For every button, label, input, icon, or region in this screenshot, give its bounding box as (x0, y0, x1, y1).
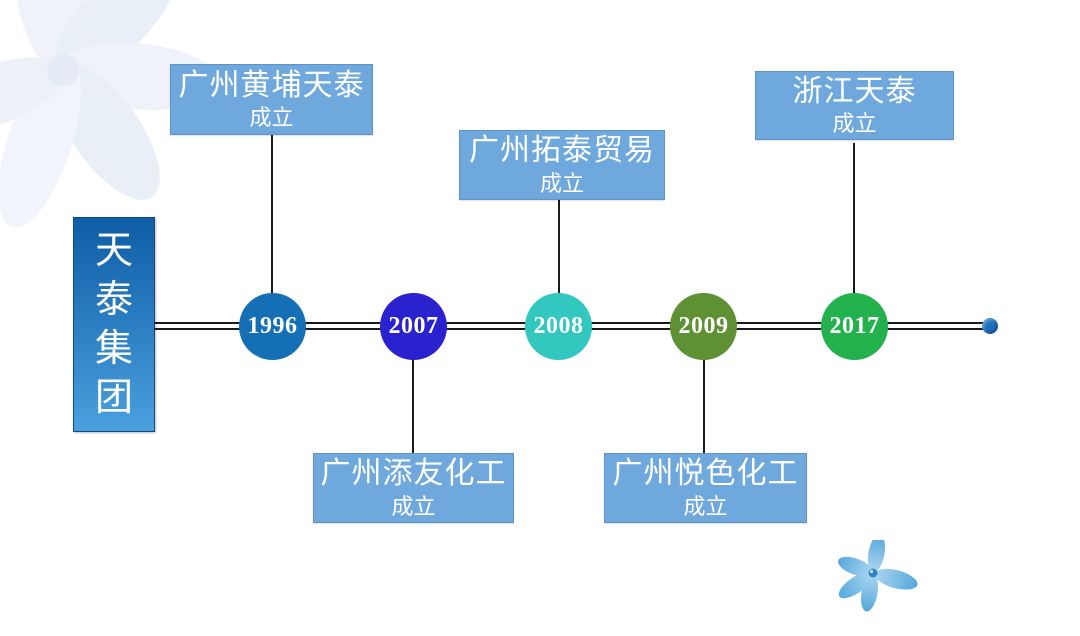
milestone-sublabel: 成立 (391, 493, 436, 519)
milestone-year: 1996 (247, 313, 298, 339)
connector-line-1996 (271, 135, 273, 293)
milestone-year: 2008 (533, 313, 584, 339)
milestone-circle-2007: 2007 (380, 293, 447, 360)
milestone-circle-2009: 2009 (670, 293, 737, 360)
milestone-label: 广州拓泰贸易 (469, 134, 655, 168)
connector-line-2009 (703, 359, 705, 453)
milestone-label: 广州添友化工 (320, 457, 507, 491)
milestone-year: 2007 (388, 313, 439, 339)
group-name-text: 天泰集团 (94, 230, 133, 419)
milestone-sublabel: 成立 (832, 111, 877, 137)
milestone-year: 2009 (678, 313, 729, 339)
milestone-circle-1996: 1996 (239, 293, 306, 360)
connector-line-2017 (853, 143, 855, 293)
connector-line-2008 (558, 200, 560, 293)
milestone-label-box-2009: 广州悦色化工 成立 (604, 453, 807, 523)
milestone-label-box-2017: 浙江天泰 成立 (755, 71, 954, 140)
watercolor-flower-bottom-right-icon (838, 540, 918, 612)
milestone-label-box-2007: 广州添友化工 成立 (313, 453, 514, 523)
group-name-block: 天泰集团 (73, 217, 155, 432)
connector-line-2007 (412, 359, 414, 453)
milestone-sublabel: 成立 (683, 493, 728, 519)
milestone-year: 2017 (829, 313, 880, 339)
milestone-circle-2017: 2017 (821, 293, 888, 360)
milestone-circle-2008: 2008 (525, 293, 592, 360)
milestone-sublabel: 成立 (249, 105, 294, 131)
milestone-label: 广州黄埔天泰 (178, 68, 365, 102)
milestone-label-box-1996: 广州黄埔天泰 成立 (170, 64, 373, 135)
milestone-label: 广州悦色化工 (612, 457, 799, 491)
milestone-sublabel: 成立 (539, 170, 584, 196)
timeline-end-dot (982, 318, 998, 334)
milestone-label-box-2008: 广州拓泰贸易 成立 (459, 130, 665, 200)
milestone-label: 浙江天泰 (792, 74, 917, 108)
